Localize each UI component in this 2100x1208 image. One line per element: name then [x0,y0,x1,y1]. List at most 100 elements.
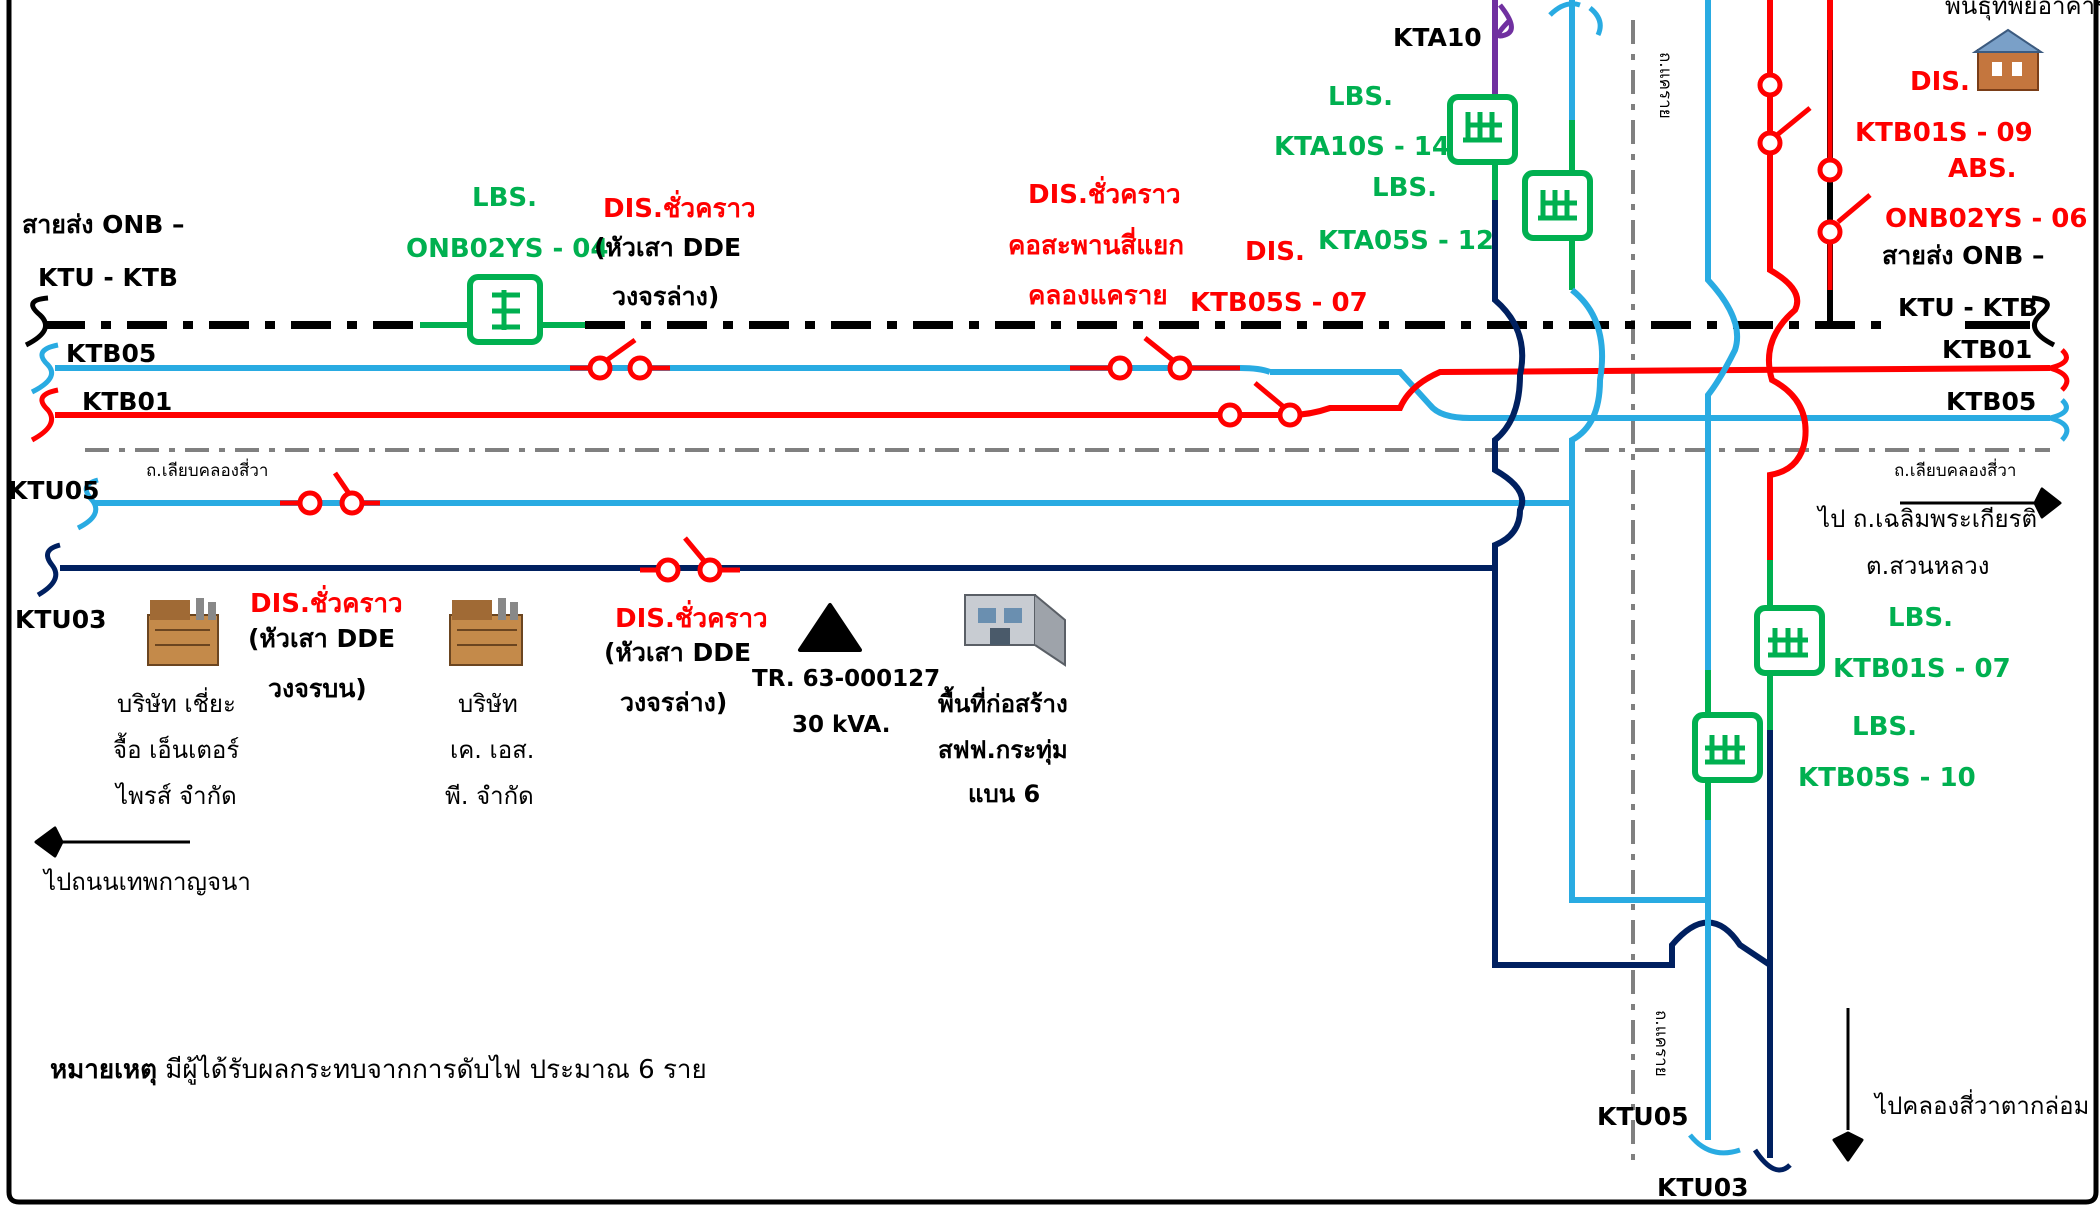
lbs-kta05s12-id: KTA05S - 12 [1318,226,1494,256]
diagram-frame [6,0,2099,1205]
construction-line3: แบน 6 [968,780,1040,808]
label-ktu03-bottom: KTU03 [1657,1173,1749,1202]
note-text: มีผู้ได้รับผลกระทบจากการดับไฟ ประมาณ 6 ร… [157,1054,707,1085]
lbs-ktb05s10-type: LBS. [1852,712,1917,742]
bank-label: พันธุ์ทิพย์อาคาร [1945,0,2100,21]
lbs-onb02ys04-symbol [420,274,585,345]
note: หมายเหตุ มีผู้ได้รับผลกระทบจากการดับไฟ ป… [50,1054,707,1086]
abs-onb02ys06-switch [1817,50,1872,290]
abs-onb02ys06-id: ONB02YS - 06 [1885,204,2088,234]
company1-line1: บริษัท เชี่ยะ [117,687,236,718]
company1-line2: จื้อ เอ็นเตอร์ [113,732,239,764]
dis-temp-upper-line1: (หัวเสา DDE [248,624,395,653]
lbs-ktb01s07-symbol [1754,605,1825,676]
lbs-onb02ys04-type: LBS. [472,183,537,213]
direction-right-1: ไป ถ.เฉลิมพระเกียรติ [1816,505,2037,533]
company1-line3: ไพรส์ จำกัด [114,782,237,810]
lbs-ktb05s10-id: KTB05S - 10 [1798,763,1976,793]
construction-line2: สฟฟ.กระทุ่ม [938,736,1068,766]
label-ktb01-left: KTB01 [82,387,172,416]
feeder-ktu03 [36,542,1495,598]
transformer-rating: 30 kVA. [792,712,891,738]
label-ktu05-bottom: KTU05 [1597,1102,1689,1131]
feeder-ktb01-vertical [1766,0,1809,560]
label-onb-right-1: สายส่ง ONB – [1882,241,2045,270]
road-labels: ถ.เลียบคลองสี่วา ถ.เลียบคลองสี่วา ถ.แครา… [146,52,2016,1077]
direction-labels: ไปถนนเทพกาญจนา ไป ถ.เฉลิมพระเกียรติ ต.สว… [42,505,2089,1120]
dis-ktb05s07-id: KTB05S - 07 [1190,288,1368,318]
direction-left: ไปถนนเทพกาญจนา [42,868,251,896]
arrow-left-icon [34,826,190,858]
road-label-right: ถ.เลียบคลองสี่วา [1894,458,2016,481]
lbs-ktb05s10-symbol [1692,712,1763,783]
feeder-ktb05 [30,342,2070,442]
feeder-labels: สายส่ง ONB – KTU - KTB สายส่ง ONB – KTU … [8,23,2045,1202]
factory-icon [147,598,219,666]
building-labels: บริษัท เชี่ยะ จื้อ เอ็นเตอร์ ไพรส์ จำกัด… [113,0,2100,810]
factory-icon-2 [449,598,523,666]
label-ktu03-left: KTU03 [15,605,107,634]
transformer-icon [798,603,862,652]
dis-temp-bridge-title: DIS.ชั่วคราว [1028,175,1181,210]
lbs-kta05s12-type: LBS. [1372,173,1437,203]
lbs-ktb01s07-type: LBS. [1888,603,1953,633]
label-onb-right-2: KTU - KTB [1898,293,2038,322]
feeder-ktb05-vertical [1705,0,1741,670]
lbs-kta10s14-type: LBS. [1328,82,1393,112]
road-lines [85,20,2050,1170]
label-ktu05-left: KTU05 [8,476,100,505]
transmission-end-right [2031,295,2056,348]
lbs-onb02ys04-id: ONB02YS - 04 [406,234,609,264]
label-onb-left-1: สายส่ง ONB – [22,210,185,239]
feeder-ktb01 [30,348,2070,443]
direction-bottom: ไปคลองสี่วาตากล่อม [1873,1089,2089,1120]
label-ktb05-right: KTB05 [1946,387,2036,416]
direction-arrows [34,487,2062,1162]
direction-right-2: ต.สวนหลวง [1866,552,1989,580]
lbs-kta05s12-symbol [1522,170,1593,241]
label-onb-left-2: KTU - KTB [38,263,178,292]
dis-temp-bridge-line2: คลองแคราย [1028,281,1168,311]
dis-temp-top-left-line1: (หัวเสา DDE [594,233,741,262]
dis-temp-lower-line1: (หัวเสา DDE [604,638,751,667]
dis-temp-lower-switch [640,536,740,583]
dis-temp-bridge-line1: คอสะพานสี่แยก [1008,226,1184,261]
arrow-down-icon [1832,1008,1864,1162]
abs-onb02ys06-type: ABS. [1948,154,2017,184]
dis-temp-upper-switch [280,471,380,516]
lbs-kta10s14-symbol [1447,94,1518,165]
bank-building-icon [1971,28,2045,91]
dis-temp-top-left-title: DIS.ชั่วคราว [603,189,756,224]
dis-temp-top-left-switch [570,337,670,381]
lbs-kta10s14-id: KTA10S - 14 [1274,132,1450,162]
road-label-vertical-bottom: ถ.แคราย [1651,1010,1671,1077]
transmission-end-left [24,295,49,348]
dis-ktb05s07-type: DIS. [1245,237,1305,267]
feeder-kta05-blue [1569,287,1711,1140]
lbs-symbols [420,94,1825,783]
construction-line1: พื้นที่ก่อสร้าง [938,685,1068,718]
dis-ktb01s09-id: KTB01S - 09 [1855,118,2033,148]
company2-line2: เค. เอส. [450,736,534,764]
road-label-vertical-top: ถ.แคราย [1655,52,1675,119]
dis-ktb05s07-switch [1217,381,1303,428]
office-building-icon [964,594,1066,667]
dis-temp-lower-line2: วงจรล่าง) [620,688,727,717]
dis-switches [280,50,1872,583]
company2-line1: บริษัท [458,690,518,718]
dis-ktb01s09-type: DIS. [1910,67,1970,97]
road-label-left: ถ.เลียบคลองสี่วา [146,458,268,481]
dis-temp-upper-title: DIS.ชั่วคราว [250,584,403,619]
label-ktb01-right: KTB01 [1942,335,2032,364]
arrow-right-icon [1900,487,2062,519]
label-ktb05-left: KTB05 [66,339,156,368]
device-labels: LBS. ONB02YS - 04 DIS.ชั่วคราว (หัวเสา D… [248,67,2088,793]
transformer-id: TR. 63-000127 [752,666,940,692]
label-kta10: KTA10 [1393,23,1482,52]
dis-temp-top-left-line2: วงจรล่าง) [612,282,719,311]
note-label: หมายเหตุ [50,1055,157,1086]
dis-ktb01s09-switch [1757,72,1812,156]
company2-line3: พี. จำกัด [445,782,534,810]
dis-temp-bridge-switch [1070,336,1240,381]
